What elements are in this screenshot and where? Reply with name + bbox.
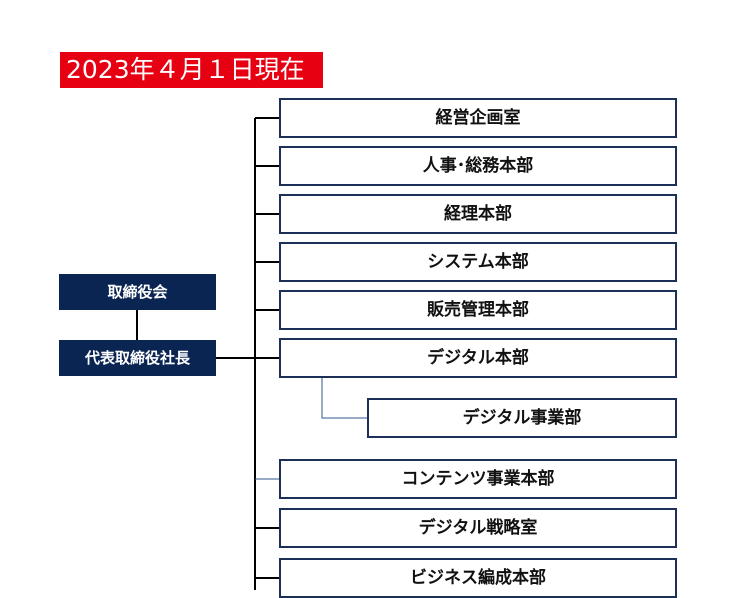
board-of-directors-box: 取締役会 <box>59 274 216 310</box>
dept-box-hr-general-affairs: 人事･総務本部 <box>279 146 677 186</box>
dept-box-content-business: コンテンツ事業本部 <box>279 459 677 499</box>
dept-box-sales-management: 販売管理本部 <box>279 290 677 330</box>
dept-box-corporate-planning: 経営企画室 <box>279 98 677 138</box>
dept-box-business-programming: ビジネス編成本部 <box>279 558 677 598</box>
dept-box-systems: システム本部 <box>279 242 677 282</box>
dept-box-accounting: 経理本部 <box>279 194 677 234</box>
president-ceo-box: 代表取締役社長 <box>59 340 216 376</box>
dept-box-digital-strategy: デジタル戦略室 <box>279 508 677 548</box>
as-of-date-badge: 2023年４月１日現在 <box>60 52 323 88</box>
dept-box-digital-business-division: デジタル事業部 <box>367 398 677 438</box>
sub-branch-line <box>321 378 367 419</box>
dept-box-digital-headquarters: デジタル本部 <box>279 338 677 378</box>
